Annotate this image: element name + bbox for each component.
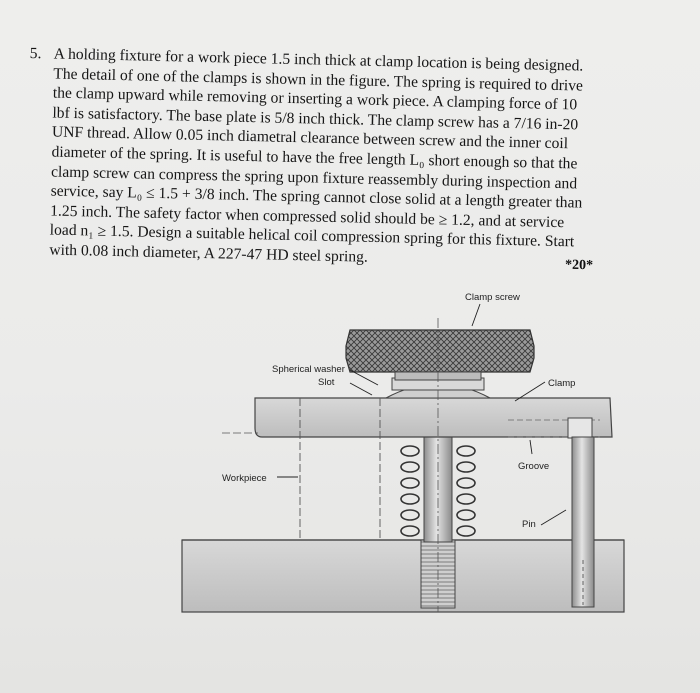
- label-pin: Pin: [522, 519, 536, 530]
- label-slot: Slot: [318, 377, 335, 388]
- clamp-screw-knob: [345, 329, 535, 373]
- clamp-bar: [254, 397, 613, 438]
- spring-coils-left: [400, 445, 420, 537]
- base-plate: [181, 539, 625, 613]
- pin: [571, 436, 595, 608]
- label-clamp: Clamp: [548, 378, 575, 389]
- label-workpiece: Workpiece: [222, 473, 267, 484]
- label-spherical-washer: Spherical washer: [272, 364, 345, 375]
- spring-coils-right: [456, 445, 476, 537]
- label-groove: Groove: [518, 461, 549, 472]
- label-clamp-screw: Clamp screw: [465, 292, 520, 303]
